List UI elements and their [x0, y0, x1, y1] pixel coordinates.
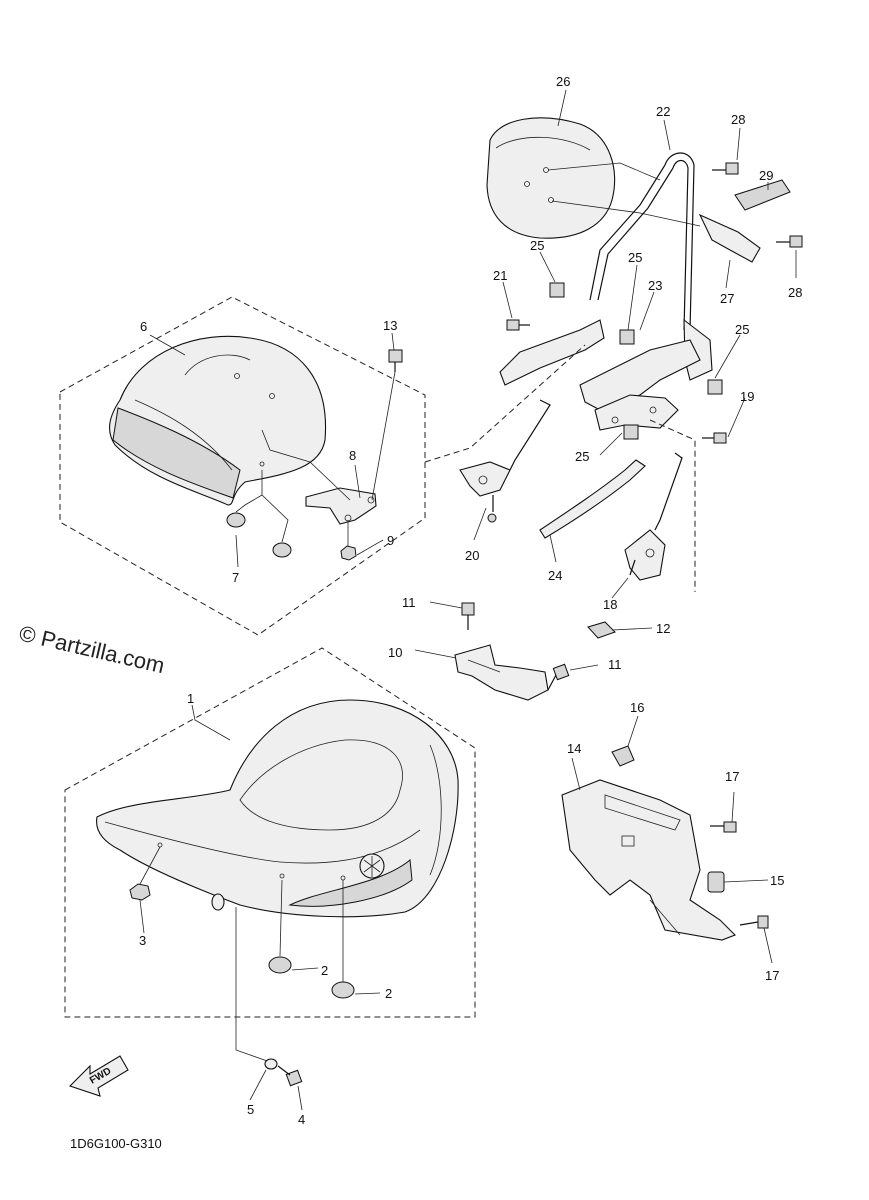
bolt-11-lower	[547, 663, 570, 691]
sissy-bar-side-plate	[579, 339, 701, 411]
pad-12	[587, 621, 616, 639]
callout-2: 2	[321, 963, 328, 978]
rear-seat-group-boundary	[59, 296, 426, 636]
callout-24: 24	[548, 568, 562, 583]
callout-3: 3	[139, 933, 146, 948]
bolt-17-upper	[710, 821, 737, 833]
bolt-13	[371, 349, 403, 501]
callout-26: 26	[556, 74, 570, 89]
bolt-28-upper	[712, 162, 739, 175]
seat-grommet-3	[129, 846, 161, 901]
callout-13: 13	[383, 318, 397, 333]
nut-9	[340, 520, 357, 561]
callout-10: 10	[388, 645, 402, 660]
callout-7: 7	[232, 570, 239, 585]
bolt-4	[277, 1065, 303, 1087]
callout-labels: 1 2 2 3 4 5 6 7 8 9 10 11 11 12 13 14 15…	[139, 74, 802, 1127]
callout-12: 12	[656, 621, 670, 636]
callout-25: 25	[628, 250, 642, 265]
callout-5: 5	[247, 1102, 254, 1117]
callout-18: 18	[603, 597, 617, 612]
forward-arrow-icon	[68, 1055, 129, 1097]
clip-25	[549, 282, 723, 440]
bolt-28-lower	[776, 235, 803, 248]
pad-29	[734, 179, 791, 211]
callout-25: 25	[575, 449, 589, 464]
callout-23: 23	[648, 278, 662, 293]
backrest-pad	[486, 117, 701, 239]
callout-2: 2	[385, 986, 392, 1001]
callout-25: 25	[530, 238, 544, 253]
seat-hook	[211, 893, 271, 1063]
callout-29: 29	[759, 168, 773, 183]
callout-9: 9	[387, 533, 394, 548]
sissy-bar-lower-plate	[594, 394, 679, 431]
side-cover-14	[561, 779, 736, 941]
callout-15: 15	[770, 873, 784, 888]
washer-5	[264, 1058, 278, 1070]
bolt-11-upper	[461, 602, 475, 630]
callout-14: 14	[567, 741, 581, 756]
diagram-code: 1D6G100-G310	[70, 1136, 162, 1151]
callout-20: 20	[465, 548, 479, 563]
grommet-15	[707, 871, 725, 893]
callout-11: 11	[608, 657, 622, 672]
callout-25: 25	[735, 322, 749, 337]
watermark: © Partzilla.com	[17, 621, 167, 679]
rear-seat-damper	[226, 470, 292, 558]
callout-16: 16	[630, 700, 644, 715]
grommet-16	[611, 745, 635, 767]
callout-17: 17	[725, 769, 739, 784]
main-seat-group-boundary	[64, 647, 476, 1018]
callout-21: 21	[493, 268, 507, 283]
callout-11: 11	[402, 595, 416, 610]
callout-22: 22	[656, 104, 670, 119]
rear-seat	[109, 335, 327, 506]
latch-20	[459, 399, 551, 523]
leader-lines	[139, 89, 797, 1111]
callout-27: 27	[720, 291, 734, 306]
release-cable-24	[539, 459, 646, 539]
callout-1: 1	[187, 691, 194, 706]
latch-18	[624, 452, 683, 581]
callout-28: 28	[731, 112, 745, 127]
main-seat	[96, 699, 459, 918]
bolt-21	[506, 319, 530, 331]
callout-4: 4	[298, 1112, 305, 1127]
rear-seat-bracket	[305, 487, 377, 525]
callout-17: 17	[765, 968, 779, 983]
main-seat-damper	[268, 879, 355, 999]
callout-28: 28	[788, 285, 802, 300]
bracket-10	[454, 644, 549, 701]
callout-8: 8	[349, 448, 356, 463]
callout-6: 6	[140, 319, 147, 334]
callout-19: 19	[740, 389, 754, 404]
bracket-27	[698, 213, 761, 263]
bolt-19	[702, 432, 727, 444]
bolt-17-lower	[739, 915, 769, 929]
